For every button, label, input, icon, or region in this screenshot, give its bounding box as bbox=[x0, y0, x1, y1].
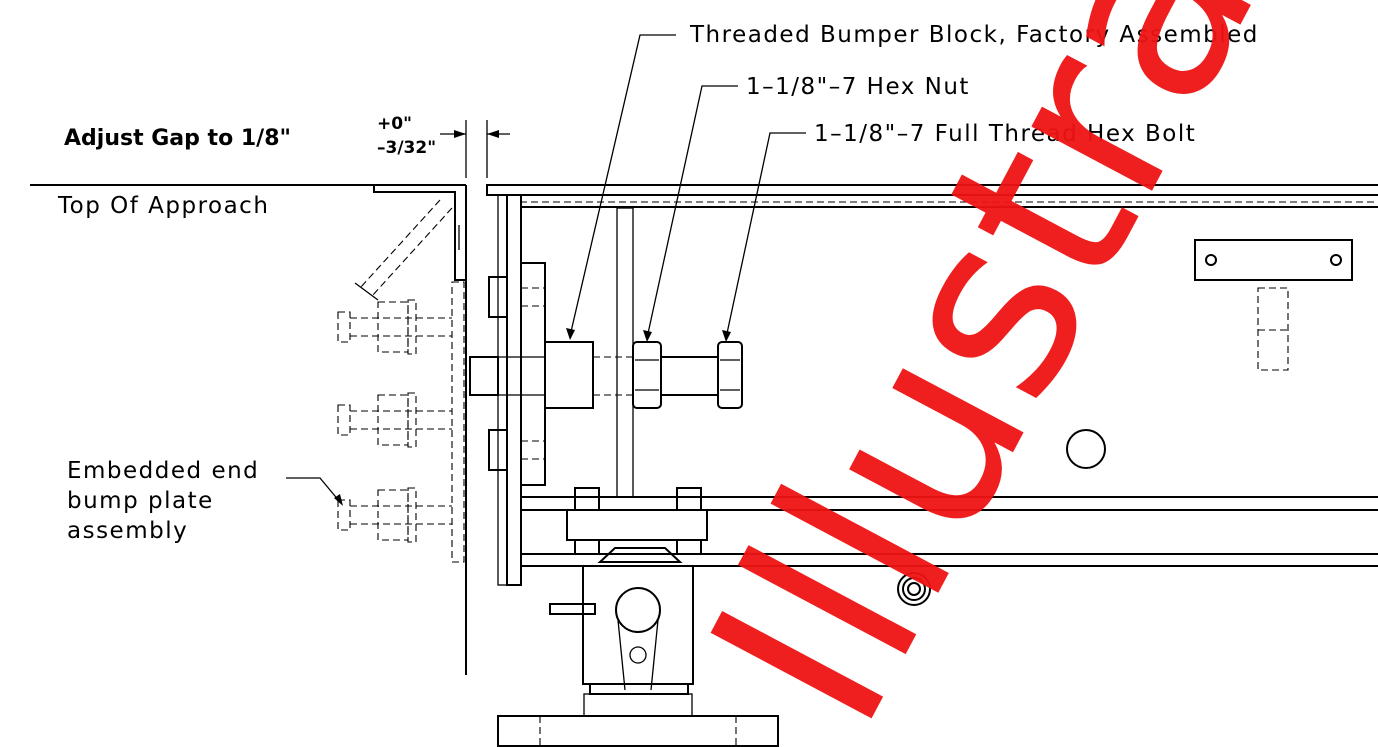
bumper-bolt-assembly bbox=[469, 341, 743, 409]
label-hex-nut: 1–1/8"–7 Hex Nut bbox=[746, 74, 970, 100]
watermark-text: Illustration bbox=[655, 0, 1378, 747]
embedded-anchor-studs bbox=[337, 299, 452, 543]
label-hex-bolt: 1–1/8"–7 Full Thread Hex Bolt bbox=[814, 121, 1196, 147]
gap-dimension bbox=[440, 120, 510, 178]
label-tolerance-minus: –3/32" bbox=[377, 138, 436, 158]
load-cell-mount bbox=[497, 487, 779, 747]
label-tolerance-plus: +0" bbox=[377, 114, 412, 134]
label-embedded-line2: bump plate bbox=[67, 488, 214, 514]
frame-details bbox=[897, 239, 1353, 606]
label-embedded-line1: Embedded end bbox=[67, 458, 259, 484]
approach-structure bbox=[30, 184, 467, 675]
leader-lines bbox=[286, 34, 806, 506]
label-adjust-gap: Adjust Gap to 1/8" bbox=[64, 126, 291, 151]
label-top-of-approach: Top Of Approach bbox=[57, 193, 269, 219]
label-bumper-block: Threaded Bumper Block, Factory Assembled bbox=[689, 22, 1259, 48]
label-embedded-line3: assembly bbox=[67, 518, 188, 544]
